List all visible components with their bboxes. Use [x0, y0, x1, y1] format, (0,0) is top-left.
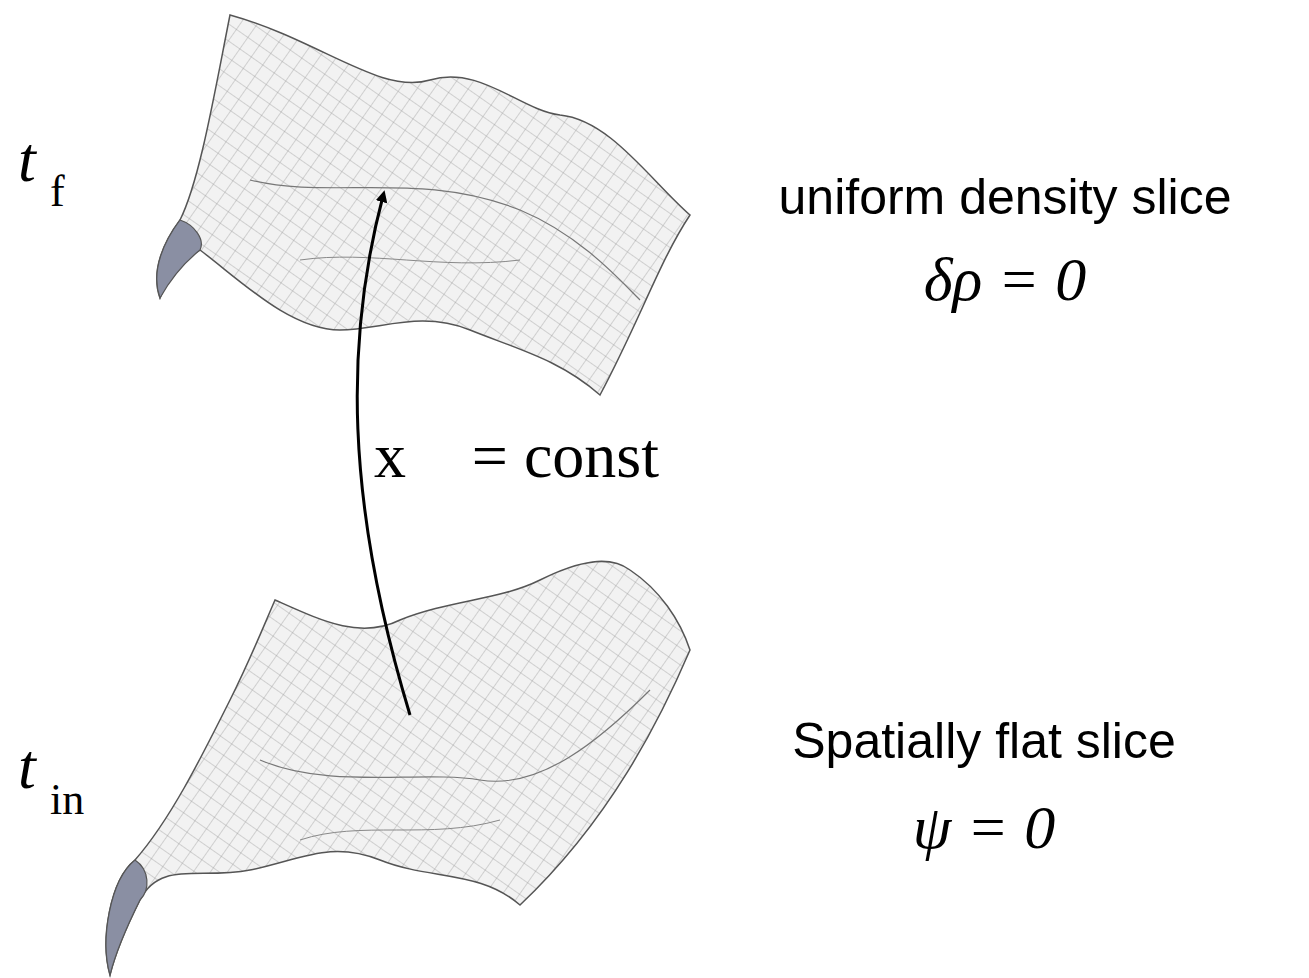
spatially-flat-surface	[106, 561, 690, 975]
time-symbol: t	[18, 128, 36, 192]
slice-condition: δρ = 0	[924, 248, 1086, 310]
slice-name: Spatially flat slice	[792, 716, 1176, 766]
slice-name: uniform density slice	[779, 172, 1232, 222]
time-subscript: in	[50, 778, 84, 822]
time-symbol: t	[18, 735, 36, 799]
uniform-density-surface	[157, 15, 690, 395]
slice-condition: ψ = 0	[913, 796, 1055, 858]
time-subscript: f	[50, 170, 65, 214]
arrow-label: x⃗ = const	[374, 424, 659, 488]
